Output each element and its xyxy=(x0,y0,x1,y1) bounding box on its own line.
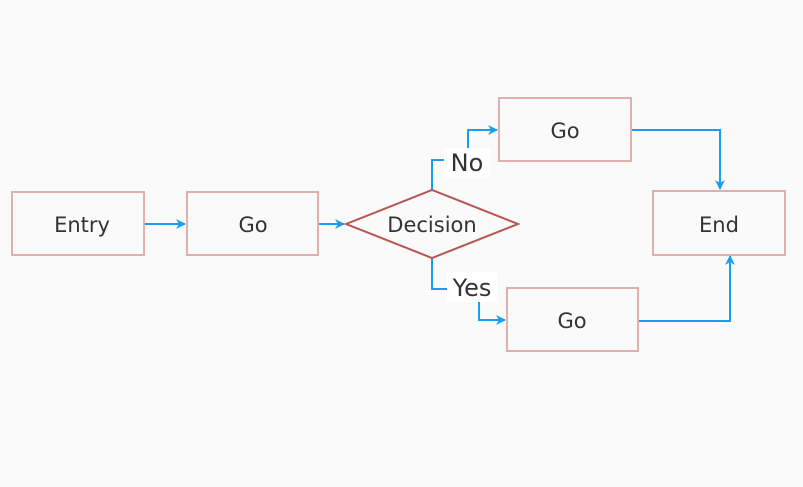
edge-label-no-bg xyxy=(444,148,490,178)
node-go-top-label: Go xyxy=(550,119,579,143)
node-decision: Decision xyxy=(343,188,521,260)
node-decision-label: Decision xyxy=(387,213,476,237)
edge-go-top-to-end xyxy=(631,129,725,190)
edge-label-no: No xyxy=(451,149,484,177)
node-go-bottom: Go xyxy=(506,287,639,352)
node-go-top: Go xyxy=(498,97,632,162)
node-end: End xyxy=(652,190,786,256)
node-go-1: Go xyxy=(186,191,319,256)
edge-go-bottom-to-end xyxy=(638,255,735,322)
node-entry: Entry xyxy=(11,191,145,256)
edge-label-yes-bg xyxy=(447,272,497,302)
node-end-label: End xyxy=(699,213,739,237)
node-go-1-label: Go xyxy=(238,213,267,237)
node-entry-label: Entry xyxy=(54,213,110,237)
edge-label-yes: Yes xyxy=(452,274,492,302)
node-go-bottom-label: Go xyxy=(557,309,586,333)
